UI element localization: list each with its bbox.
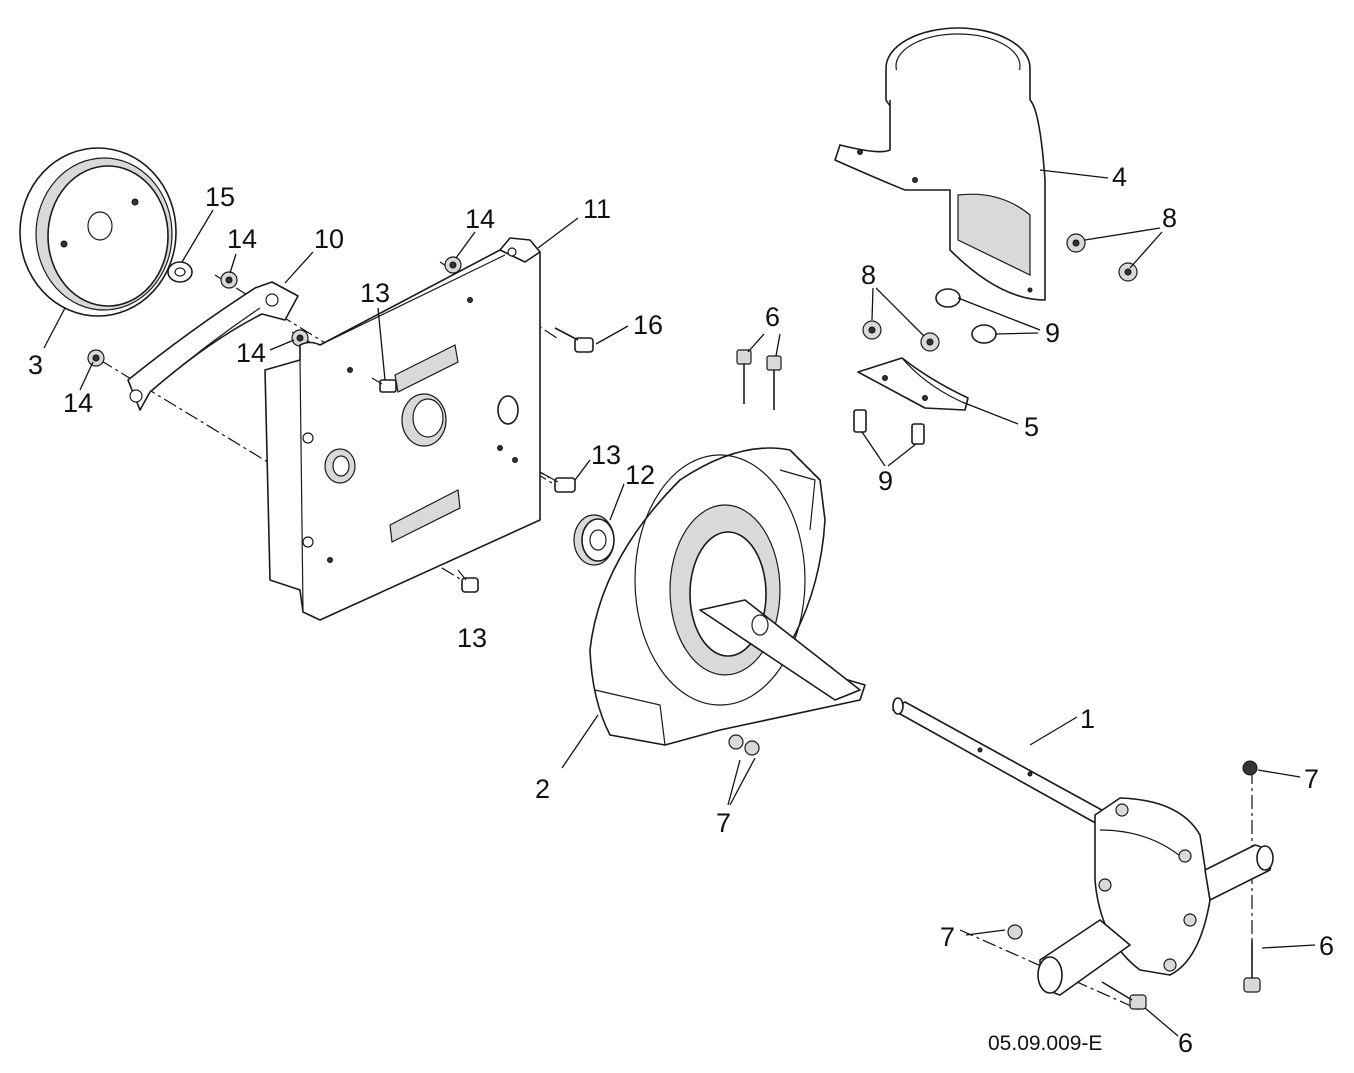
gearbox-fasteners	[1007, 760, 1261, 1010]
hex-bolts	[371, 327, 594, 593]
flange-nuts-housing	[728, 734, 760, 756]
callout-2: 2	[535, 774, 550, 804]
callout-13-top: 13	[360, 278, 390, 308]
callout-13-bottom: 13	[457, 623, 487, 653]
callout-16: 16	[633, 310, 663, 340]
callout-3: 3	[28, 350, 43, 380]
callout-7-housing: 7	[716, 808, 731, 838]
callout-4: 4	[1112, 162, 1127, 192]
washer	[167, 261, 193, 283]
callout-labels: 1 2 3 4 5 6 6 6 7 7 7 8 8 9 9 10 11 12 1…	[28, 162, 1334, 1058]
diagram-reference-code: 05.09.009-E	[988, 1032, 1102, 1055]
callout-15: 15	[205, 182, 235, 212]
callout-14-left: 14	[63, 388, 93, 418]
bearing	[573, 514, 615, 566]
callout-14-top: 14	[465, 204, 495, 234]
discharge-chute	[834, 27, 1046, 301]
belt-guide-arm	[127, 281, 299, 411]
chute-fasteners	[853, 233, 1138, 445]
shaft-gearbox	[892, 697, 1274, 996]
callout-12: 12	[625, 460, 655, 490]
flange-bolts-top	[736, 349, 782, 410]
callout-14-upper-left: 14	[227, 224, 257, 254]
callout-8-right: 8	[1162, 203, 1177, 233]
callout-9-upper: 9	[1045, 318, 1060, 348]
callout-9-lower: 9	[878, 466, 893, 496]
leader-lines	[43, 169, 1316, 1037]
callout-7-right: 7	[1304, 764, 1319, 794]
callout-13-middle: 13	[591, 440, 621, 470]
impeller-housing	[589, 447, 866, 746]
callout-14-middle: 14	[236, 338, 266, 368]
callout-6-top: 6	[765, 302, 780, 332]
callout-7-left: 7	[940, 922, 955, 952]
callout-6-bottom: 6	[1178, 1028, 1193, 1058]
callout-5: 5	[1024, 412, 1039, 442]
callout-6-right: 6	[1319, 931, 1334, 961]
callout-10: 10	[314, 224, 344, 254]
callout-1: 1	[1080, 704, 1095, 734]
pulley	[19, 147, 177, 317]
frame-plate	[264, 237, 541, 621]
callout-11: 11	[583, 194, 611, 224]
callout-8-left: 8	[861, 260, 876, 290]
chute-bracket	[857, 357, 969, 411]
